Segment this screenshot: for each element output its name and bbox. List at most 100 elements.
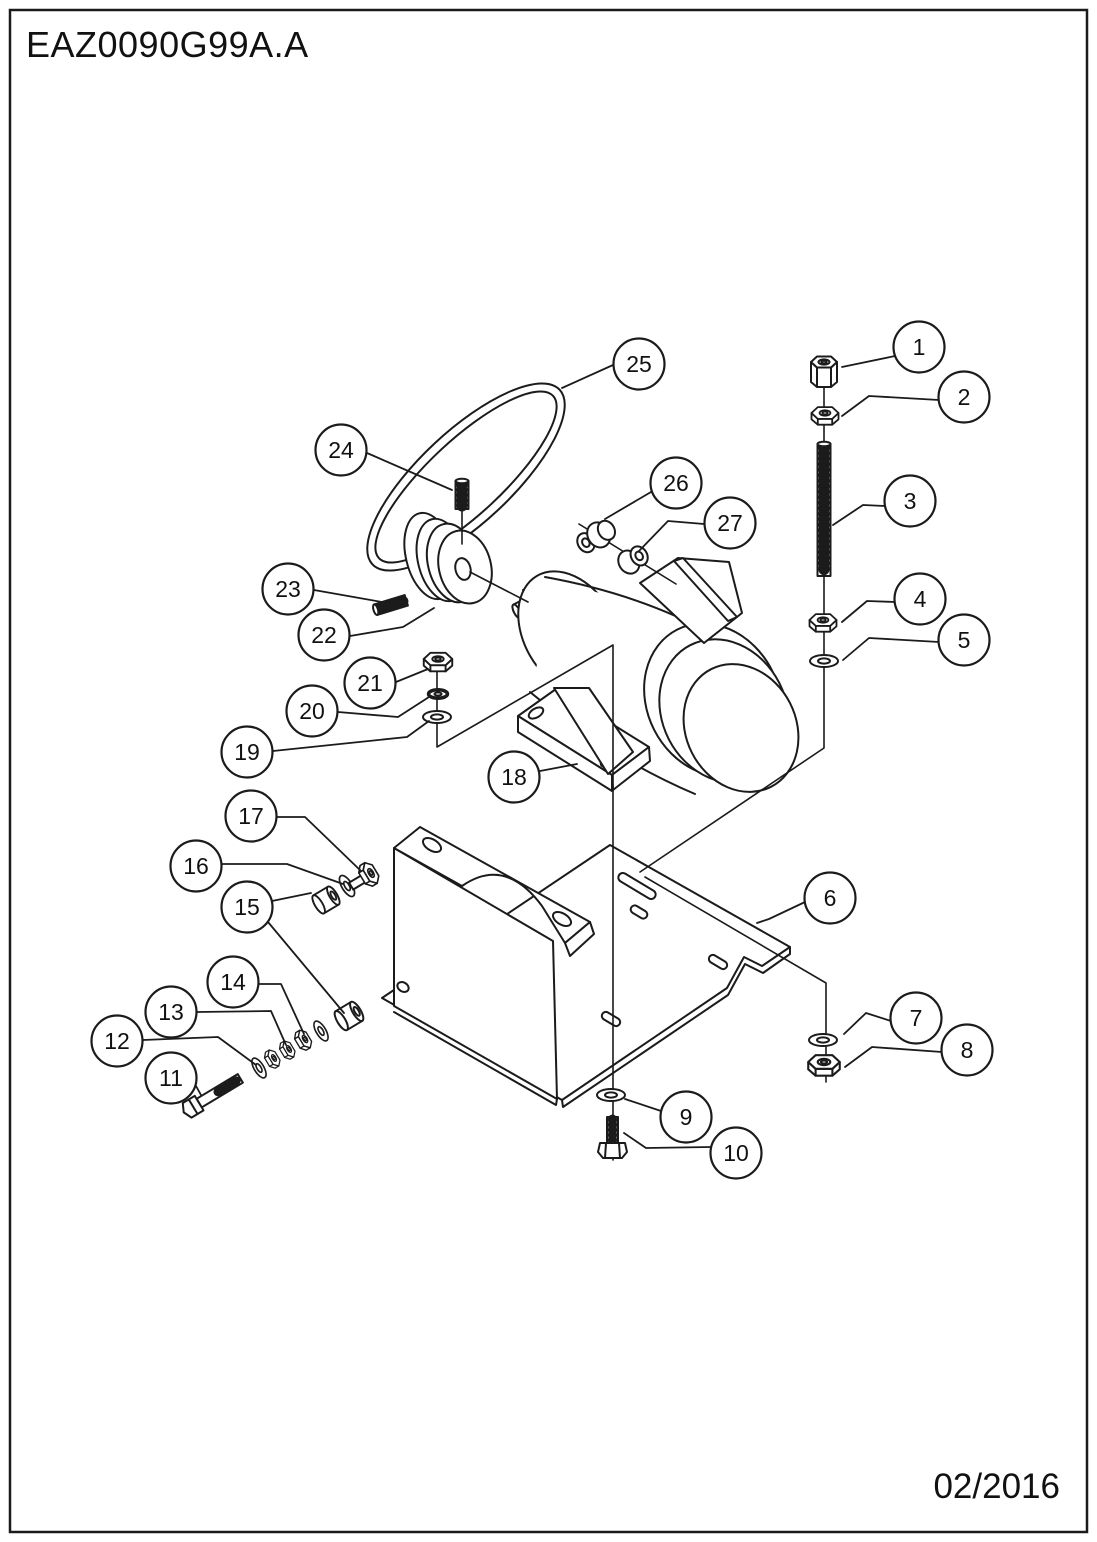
leader-line (756, 901, 806, 924)
callout-number: 2 (958, 384, 971, 410)
callout-bubble (90, 1014, 144, 1068)
callout-bubble (314, 423, 368, 477)
leader-line (349, 607, 435, 637)
callout-2: 2 (841, 370, 991, 424)
mounting-bracket (393, 826, 595, 1106)
callout-bubble (224, 789, 278, 843)
leader-line (395, 668, 429, 683)
leader-line (271, 892, 312, 902)
callout-number: 20 (299, 698, 325, 724)
callout-bubble (889, 991, 943, 1045)
leader-line (196, 1010, 287, 1046)
callout-bubble (892, 320, 946, 374)
leader-line (337, 696, 430, 718)
hex-bolt (181, 1073, 244, 1119)
callout-27: 27 (638, 496, 757, 552)
callout-22: 22 (297, 607, 435, 662)
drawing-number: EAZ0090G99A.A (26, 24, 309, 65)
callout-21: 21 (343, 656, 429, 710)
flat-washer (809, 654, 839, 668)
leader-line (841, 600, 896, 623)
callout-5: 5 (842, 613, 991, 667)
callout-bubble (220, 880, 274, 934)
callout-bubble (206, 955, 260, 1009)
callout-number: 13 (158, 999, 184, 1025)
callout-26: 26 (604, 456, 703, 520)
flat-washer (596, 1088, 626, 1102)
diagram-artwork (181, 355, 841, 1161)
leader-line (843, 1012, 892, 1035)
revision-date: 02/2016 (933, 1467, 1060, 1506)
hex-nut (807, 1054, 841, 1077)
callout-number: 24 (328, 437, 354, 463)
callout-number: 12 (104, 1028, 130, 1054)
bracket-hole (396, 981, 410, 993)
callout-15: 15 (220, 880, 345, 1014)
callout-4: 4 (841, 572, 947, 626)
leader-line (844, 1046, 943, 1068)
page-border (8, 8, 1089, 1534)
callout-bubble (285, 684, 339, 738)
callout-number: 17 (238, 803, 264, 829)
callout-14: 14 (206, 955, 305, 1035)
callout-25: 25 (561, 337, 666, 391)
conduit-box (639, 557, 743, 644)
leader-line (272, 720, 430, 752)
leader-line (539, 763, 578, 772)
foot-hole (527, 706, 545, 720)
callout-1: 1 (841, 320, 946, 374)
callout-number: 22 (311, 622, 337, 648)
callout-number: 21 (357, 670, 383, 696)
callout-number: 10 (723, 1140, 749, 1166)
leader-line (221, 863, 344, 885)
callout-24: 24 (314, 423, 453, 491)
callout-number: 19 (234, 739, 260, 765)
callout-number: 23 (275, 576, 301, 602)
callout-bubble (297, 608, 351, 662)
gland-locknut (617, 545, 649, 575)
callout-19: 19 (220, 720, 430, 779)
callout-number: 27 (717, 510, 743, 536)
hex-nut (810, 406, 840, 426)
callout-18: 18 (487, 750, 578, 804)
hex-nut (276, 1038, 298, 1062)
callout-23: 23 (261, 562, 383, 616)
callout-number: 7 (910, 1005, 923, 1031)
cable-gland (576, 519, 617, 554)
pulley-bore (454, 557, 472, 581)
motor-foot (517, 687, 651, 792)
callout-bubble (937, 613, 991, 667)
threaded-rod (816, 440, 832, 579)
leader-line (841, 395, 940, 417)
lock-washer (426, 688, 450, 700)
callout-bubble (709, 1126, 763, 1180)
bracket-hole (551, 911, 573, 927)
leader-line (561, 364, 614, 389)
callout-number: 8 (961, 1037, 974, 1063)
callout-number: 15 (234, 894, 260, 920)
callout-number: 16 (183, 853, 209, 879)
leader-line (258, 983, 305, 1035)
plate-slot (629, 904, 649, 920)
callout-16: 16 (169, 839, 344, 893)
callout-bubble (144, 985, 198, 1039)
callout-bubble (144, 1051, 198, 1105)
v-belt (366, 382, 566, 572)
bracket-hole (421, 837, 443, 853)
callout-bubble (893, 572, 947, 626)
callout-bubble (703, 496, 757, 550)
callout-number: 14 (220, 969, 246, 995)
callout-bubble (659, 1090, 713, 1144)
leader-line (638, 520, 705, 552)
callout-bubble (937, 370, 991, 424)
plate-slot (707, 953, 729, 971)
plate-slot (617, 872, 657, 900)
leader-line (366, 452, 453, 491)
callout-number: 3 (904, 488, 917, 514)
callout-10: 10 (623, 1126, 763, 1180)
callout-bubble (220, 725, 274, 779)
callout-number: 11 (159, 1065, 183, 1091)
hex-nut (261, 1047, 283, 1071)
leader-line (195, 1085, 202, 1096)
